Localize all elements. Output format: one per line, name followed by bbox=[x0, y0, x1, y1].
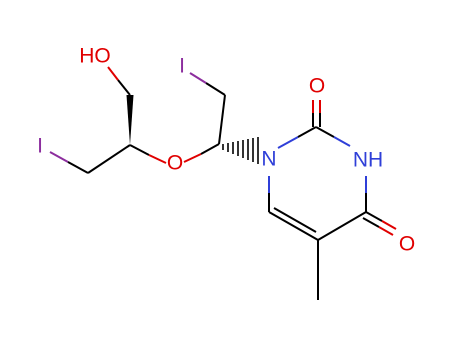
bond-c4-o-1b bbox=[381, 220, 397, 230]
atom-o-c2: O bbox=[309, 75, 325, 98]
bond-c5-c6-inner bbox=[273, 207, 317, 233]
bond-n1-c2-b bbox=[297, 126, 317, 138]
bond-ch2-i-top-a bbox=[205, 82, 226, 96]
bond-c4-o-2b bbox=[378, 226, 394, 236]
hashed-wedge-c1p-n1 bbox=[222, 137, 259, 164]
bond-ch2-i-top-b bbox=[189, 72, 207, 84]
bond-cstar-o-a bbox=[129, 144, 150, 156]
bond-c5-c6-outer bbox=[268, 211, 319, 241]
bond-i-left-ch2-a bbox=[49, 151, 69, 163]
bond-c4-o-1a bbox=[365, 211, 383, 222]
bond-o-c1p-a bbox=[183, 153, 202, 163]
bond-ch2-cstar bbox=[87, 144, 131, 174]
bond-c4-c5 bbox=[317, 211, 367, 241]
atom-o-c4: O bbox=[399, 233, 415, 256]
atom-i-left: I bbox=[37, 135, 43, 158]
bond-c2-n3-b bbox=[333, 136, 351, 147]
bond-c1p-ch2 bbox=[218, 94, 226, 145]
wedge-bond-cstar-ch2oh bbox=[126, 95, 134, 145]
bond-cstar-o-b bbox=[148, 154, 167, 164]
bond-i-left-ch2-b bbox=[67, 161, 89, 174]
atom-i-top: I bbox=[179, 55, 185, 78]
bond-n1-c2-a bbox=[277, 136, 299, 149]
bond-o-c1p-b bbox=[200, 143, 220, 155]
bond-ch2-oh-a bbox=[117, 79, 131, 96]
atom-n1: N bbox=[261, 148, 276, 171]
atom-o-ether: O bbox=[167, 152, 183, 175]
atom-hydroxyl: HO bbox=[79, 45, 111, 68]
atom-n3: NH bbox=[353, 149, 383, 172]
bond-c4-o-2a bbox=[362, 217, 380, 228]
bond-c2-n3-a bbox=[315, 126, 335, 138]
bond-ch2-oh-b bbox=[107, 66, 119, 81]
